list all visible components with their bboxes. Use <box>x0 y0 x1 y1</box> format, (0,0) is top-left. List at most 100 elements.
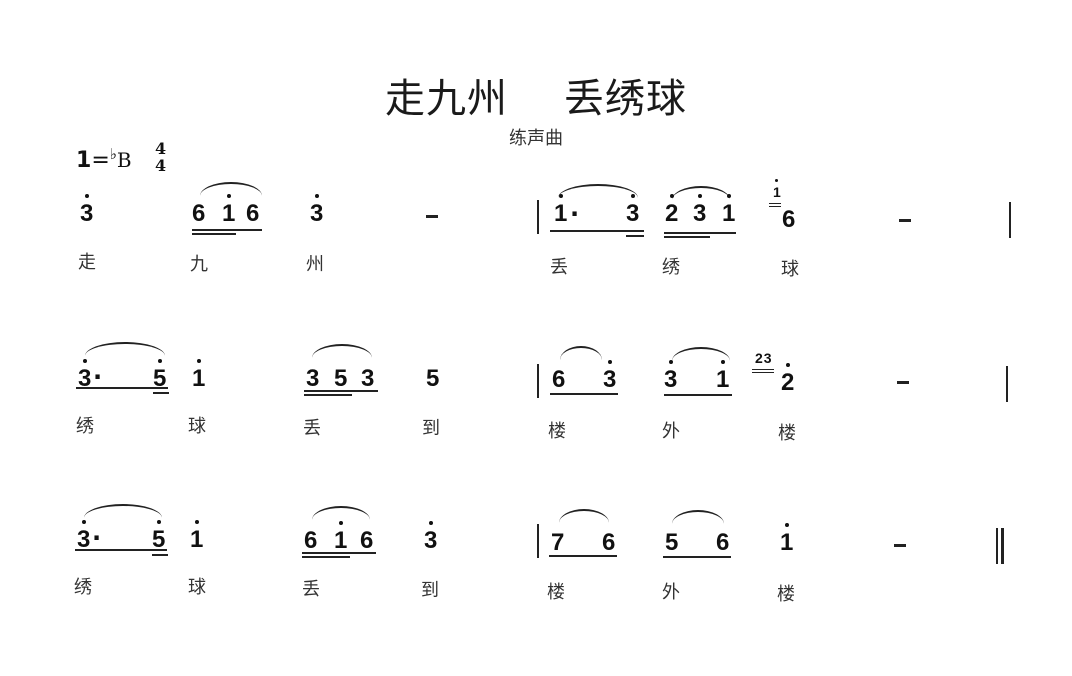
underline <box>626 235 644 237</box>
note: 1 <box>722 194 735 226</box>
note: 1 <box>222 194 235 226</box>
lyric: 球 <box>188 416 206 437</box>
note: 3 <box>306 365 320 392</box>
key-equals: = <box>91 148 110 173</box>
song-title: 走九州 丢绣球 <box>0 66 1072 124</box>
lyric: 楼 <box>548 421 566 442</box>
note: 3 <box>626 194 639 226</box>
key-name: B <box>116 148 132 172</box>
note: 6 <box>304 527 318 554</box>
lyric: 绣 <box>74 577 92 598</box>
lyric: 绣 <box>76 416 94 437</box>
note: 5 <box>426 365 440 392</box>
barline <box>537 200 539 234</box>
subtitle: 练声曲 <box>509 128 563 149</box>
underline <box>75 549 167 551</box>
slur <box>84 504 162 518</box>
title-part-1: 走九州 <box>385 76 508 122</box>
note: 5 <box>334 365 348 392</box>
underline <box>304 394 352 396</box>
note: 1 <box>780 523 793 555</box>
time-signature: 4 4 <box>155 140 166 174</box>
lyric: 球 <box>781 259 799 280</box>
slur <box>672 186 730 200</box>
slur <box>312 506 370 520</box>
extension-dash <box>426 215 438 218</box>
barline <box>537 524 539 558</box>
final-barline-thick <box>1001 528 1004 564</box>
underline <box>549 555 617 557</box>
key-tonic: 1 <box>76 148 92 173</box>
barline <box>1006 366 1008 402</box>
note: 6 <box>192 200 206 227</box>
lyric: 丢 <box>302 579 320 600</box>
lyric: 到 <box>421 580 439 601</box>
underline <box>304 390 378 392</box>
note: 5 <box>153 359 166 391</box>
grace-note: 23 <box>755 350 773 366</box>
time-sig-top: 4 <box>155 139 167 158</box>
grace-note: 1 <box>773 179 781 200</box>
barline <box>537 364 539 398</box>
lyric: 到 <box>422 418 440 439</box>
note: 1 <box>716 360 729 392</box>
note: 3 <box>424 521 437 553</box>
lyric: 丢 <box>303 418 321 439</box>
title-part-2: 丢绣球 <box>564 76 687 122</box>
underline <box>192 229 262 231</box>
note: 5 <box>665 529 679 556</box>
slur <box>85 342 165 356</box>
underline <box>550 230 644 232</box>
grace-underline <box>769 206 781 207</box>
note: 6 <box>246 200 260 227</box>
underline <box>302 556 350 558</box>
key-signature: 1=♭B <box>76 145 132 173</box>
grace-underline <box>769 203 781 204</box>
note: 7 <box>551 529 565 556</box>
slur <box>559 509 609 523</box>
note: 6 <box>602 529 616 556</box>
lyric: 外 <box>662 421 680 442</box>
note: 3 <box>603 360 616 392</box>
note: 3 <box>693 194 706 226</box>
note: 1 <box>334 521 347 553</box>
note: 6 <box>552 366 566 393</box>
note: 3 <box>361 365 375 392</box>
slur <box>672 347 730 361</box>
note: 1 <box>190 520 203 552</box>
barline <box>1009 202 1011 238</box>
lyric: 走 <box>78 252 96 273</box>
note: 3 <box>310 194 323 226</box>
lyric: 丢 <box>550 257 568 278</box>
lyric: 绣 <box>662 257 680 278</box>
underline <box>153 392 169 394</box>
lyric: 楼 <box>778 423 796 444</box>
note: 1 <box>192 359 205 391</box>
underline <box>192 233 236 235</box>
grace-underline <box>752 369 774 370</box>
underline <box>550 393 618 395</box>
final-barline-thin <box>996 528 998 564</box>
underline <box>663 556 731 558</box>
time-sig-bottom: 4 <box>155 156 167 175</box>
underline <box>664 394 732 396</box>
note: 1 <box>554 194 567 226</box>
extension-dash <box>899 219 911 222</box>
lyric: 州 <box>306 254 324 275</box>
note: 3 <box>77 520 90 552</box>
augmentation-dot: · <box>92 524 102 552</box>
lyric: 外 <box>662 582 680 603</box>
note: 3 <box>78 359 91 391</box>
lyric: 楼 <box>777 584 795 605</box>
slur <box>200 182 262 196</box>
lyric: 楼 <box>547 582 565 603</box>
underline <box>664 236 710 238</box>
slur <box>560 346 602 360</box>
slur <box>558 184 638 198</box>
note: 6 <box>716 529 730 556</box>
flat-icon: ♭ <box>109 145 117 163</box>
lyric: 九 <box>190 254 208 275</box>
lyric: 球 <box>188 577 206 598</box>
augmentation-dot: · <box>570 200 580 228</box>
slur <box>312 344 372 358</box>
